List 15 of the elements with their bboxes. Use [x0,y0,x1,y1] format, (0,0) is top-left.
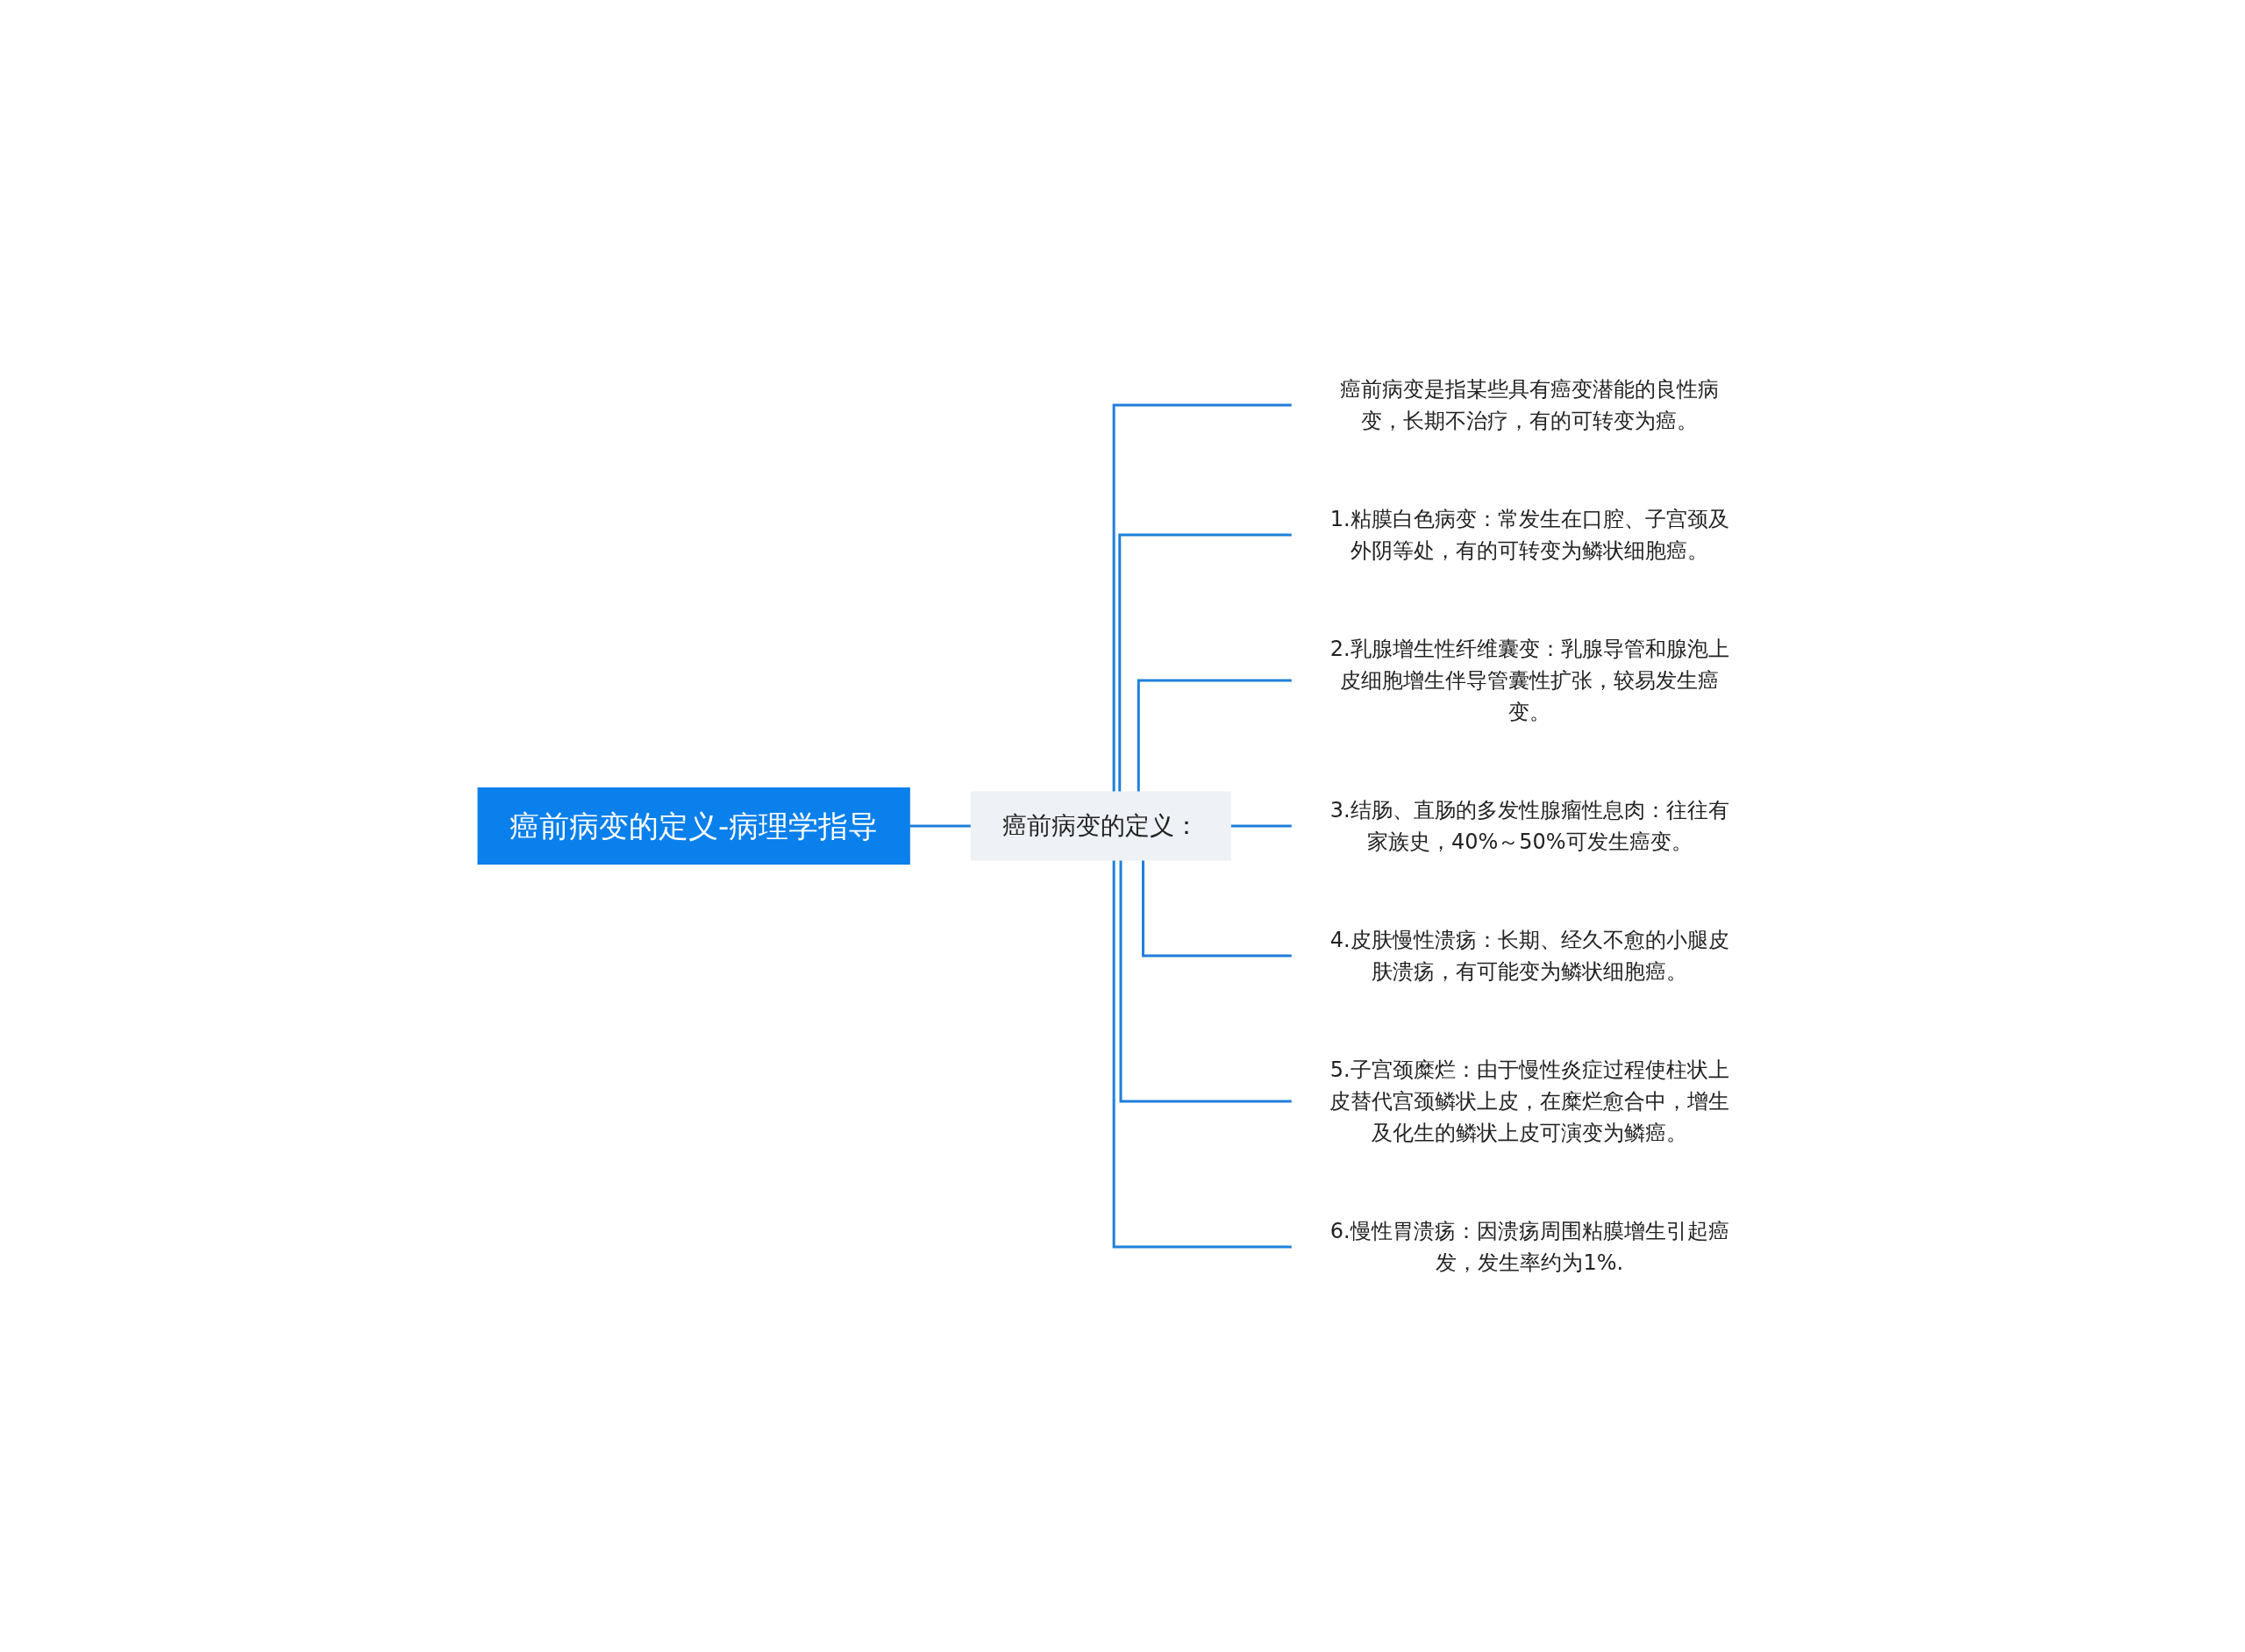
connector [1137,679,1293,792]
node-box: 癌前病变的定义： [970,791,1231,861]
node-text: 3.结肠、直肠的多发性腺瘤性息肉：往往有家族史，40%～50%可发生癌变。 [1329,798,1729,854]
node-text: 4.皮肤慢性溃疡：长期、经久不愈的小腿皮肤溃疡，有可能变为鳞状细胞癌。 [1329,928,1729,984]
connector [1118,533,1293,792]
node-text: 1.粘膜白色病变：常发生在口腔、子宫颈及外阴等处，有的可转变为鳞状细胞癌。 [1329,507,1729,563]
connector [1141,860,1293,958]
node-text: 5.子宫颈糜烂：由于慢性炎症过程使柱状上皮替代宫颈鳞状上皮，在糜烂愈合中，增生及化生的鳞状上皮可演变为鳞癌。 [1329,1057,1730,1145]
connector [1112,403,1293,792]
connector [1119,860,1293,1103]
node-text: 癌前病变是指某些具有癌变潜能的良性病变，长期不治疗，有的可转变为癌。 [1340,377,1720,433]
node-text: 2.乳腺增生性纤维囊变：乳腺导管和腺泡上皮细胞增生伴导管囊性扩张，较易发生癌变。 [1329,637,1729,724]
node-box: 癌前病变的定义-病理学指导 [477,787,910,865]
connector [1112,860,1293,1249]
node-text: 6.慢性胃溃疡：因溃疡周围粘膜增生引起癌发，发生率约为1%. [1329,1219,1729,1275]
